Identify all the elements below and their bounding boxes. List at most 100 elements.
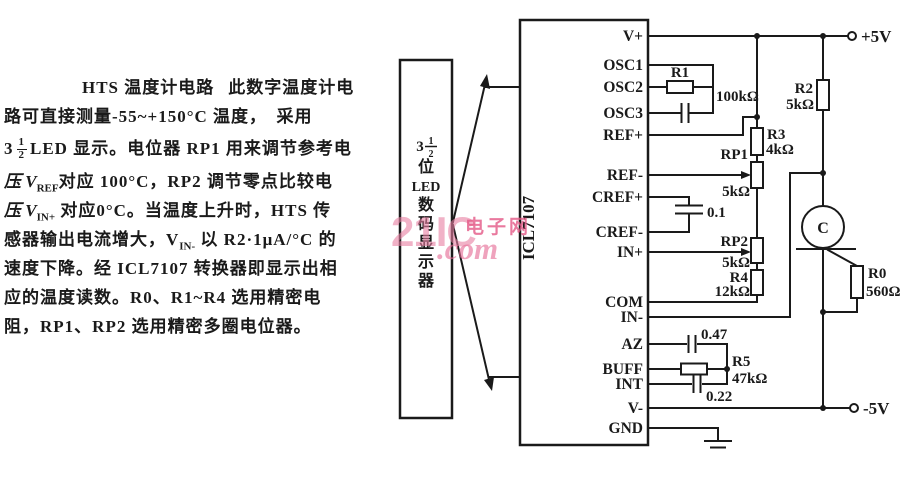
text-run: 压 V — [4, 172, 37, 191]
display-char: LED — [412, 180, 441, 195]
vplus-terminal — [847, 31, 857, 41]
junction-dot — [724, 366, 730, 372]
vplus-label: +5V — [861, 27, 892, 46]
junction-dot — [820, 33, 826, 39]
pin-osc3: OSC3 — [603, 105, 643, 122]
display-frac-den: 2 — [429, 149, 434, 160]
pin-vplus: V+ — [623, 28, 643, 45]
frac-int: 3 — [4, 139, 14, 158]
text-run: LED 显示。电位器 RP1 用来调节参考电 — [30, 139, 352, 158]
label-r5: R5 — [732, 354, 750, 370]
resistor-r5 — [680, 362, 708, 376]
resistor-r0 — [850, 265, 864, 299]
wire-gnd-and-ground-symbol — [647, 427, 732, 449]
pin-gnd: GND — [609, 420, 643, 437]
label-cref-value: 0.1 — [707, 205, 726, 221]
text-line: 压 VIN+ 对应0°C。当温度上升时，HTS 传 — [4, 196, 402, 225]
wire-r0 — [822, 248, 859, 313]
text-line: 速度下降。经 ICL7107 转换器即显示出相 — [4, 254, 402, 283]
display-char: 位 — [418, 157, 434, 176]
label-r0-value: 560Ω — [866, 284, 901, 300]
label-r5-value: 47kΩ — [732, 371, 767, 387]
pin-cref-plus: CREF+ — [592, 189, 643, 206]
vminus-terminal — [849, 403, 859, 413]
resistor-r2 — [816, 79, 830, 111]
int-capacitor — [692, 375, 702, 393]
display-char: 码 — [418, 215, 434, 233]
junction-dot — [754, 114, 760, 120]
label-r3: R3 — [767, 127, 785, 143]
text-line: 阻，RP1、RP2 选用精密多圈电位器。 — [4, 312, 402, 341]
pin-vminus: V- — [628, 400, 643, 417]
pin-int: INT — [615, 376, 643, 393]
schematic-graphics — [398, 18, 864, 449]
text-run: 路可直接测量-55~+150°C 温度， 采用 — [4, 107, 313, 126]
sensor-label: C — [817, 220, 829, 237]
wire-in-minus — [647, 172, 824, 318]
bus-arrowhead-bottom — [484, 377, 494, 391]
pin-buff: BUFF — [603, 361, 643, 378]
text-run: 阻，RP1、RP2 选用精密多圈电位器。 — [4, 317, 312, 336]
text-run: 此数字温度计电 — [228, 78, 355, 97]
wire-int — [647, 368, 728, 385]
chip-pin-labels: V+ OSC1 OSC2 OSC3 REF+ REF- CREF+ CREF- … — [592, 28, 644, 437]
pin-osc1: OSC1 — [603, 57, 643, 74]
display-char: 数 — [418, 195, 435, 214]
component-labels: R1 100kΩ R3 4kΩ RP1 5kΩ RP2 5kΩ R4 12kΩ … — [671, 27, 901, 418]
frac-denominator: 2 — [18, 148, 25, 161]
text-line: HTS 温度计电路此数字温度计电 — [4, 73, 402, 102]
az-capacitor — [687, 335, 697, 353]
frac-numerator: 1 — [16, 135, 27, 150]
text-run: 对应0°C。当温度上升时，HTS 传 — [55, 201, 332, 220]
display-frac-num: 1 — [429, 136, 434, 147]
text-run: 以 R2·1μA/°C 的 — [195, 230, 337, 249]
text-line: 路可直接测量-55~+150°C 温度， 采用 — [4, 102, 402, 131]
potentiometer-rp2 — [750, 237, 764, 264]
junction-dots — [724, 33, 826, 411]
display-char: 器 — [417, 272, 435, 290]
resistor-r4 — [750, 269, 764, 296]
junction-dot — [820, 309, 826, 315]
label-r4-value: 12kΩ — [715, 284, 750, 300]
label-r0: R0 — [868, 266, 886, 282]
junction-dot — [820, 170, 826, 176]
display-char: 显 — [418, 234, 434, 252]
display-frac-int: 3 — [416, 139, 424, 155]
display-caption: 3 1 2 位 LED 数 码 显 示 器 — [412, 136, 441, 290]
potentiometer-rp1 — [750, 161, 764, 189]
junction-dot — [754, 33, 760, 39]
subscript: IN+ — [36, 211, 56, 224]
label-r1-value: 100kΩ — [716, 89, 759, 105]
osc-capacitor — [680, 103, 690, 123]
wire-osc1 — [647, 64, 714, 114]
pin-az: AZ — [621, 336, 643, 353]
bus-line-bottom — [451, 223, 492, 386]
rp1-wiper-arrow — [741, 171, 751, 179]
subscript: REF — [36, 182, 59, 195]
wire-az — [647, 343, 728, 370]
label-r2: R2 — [795, 81, 813, 97]
resistor-r1 — [666, 80, 694, 94]
label-rp1: RP1 — [721, 147, 749, 163]
text-line: 感器输出电流增大，VIN- 以 R2·1μA/°C 的 — [4, 225, 402, 254]
chip-name-label: ICL7107 — [519, 195, 538, 260]
text-line: 应的温度读数。R0、R1~R4 选用精密电 — [4, 283, 402, 312]
display-char: 示 — [418, 254, 434, 271]
text-line: 压 VREF对应 100°C，RP2 调节零点比较电 — [4, 167, 402, 196]
circuit-title: HTS 温度计电路 — [82, 78, 215, 97]
vminus-label: -5V — [863, 399, 890, 418]
bus-line-top — [451, 78, 488, 224]
text-run: 应的温度读数。R0、R1~R4 选用精密电 — [4, 288, 322, 307]
label-r3-value: 4kΩ — [766, 142, 794, 158]
label-r4: R4 — [730, 270, 749, 286]
junction-dot — [820, 405, 826, 411]
pin-ref-minus: REF- — [607, 167, 643, 184]
text-run: 对应 100°C，RP2 调节零点比较电 — [58, 172, 333, 191]
pin-in-plus: IN+ — [617, 244, 643, 261]
label-rp2-value: 5kΩ — [722, 255, 750, 271]
label-rp1-value: 5kΩ — [722, 184, 750, 200]
wire-cref — [647, 196, 690, 233]
